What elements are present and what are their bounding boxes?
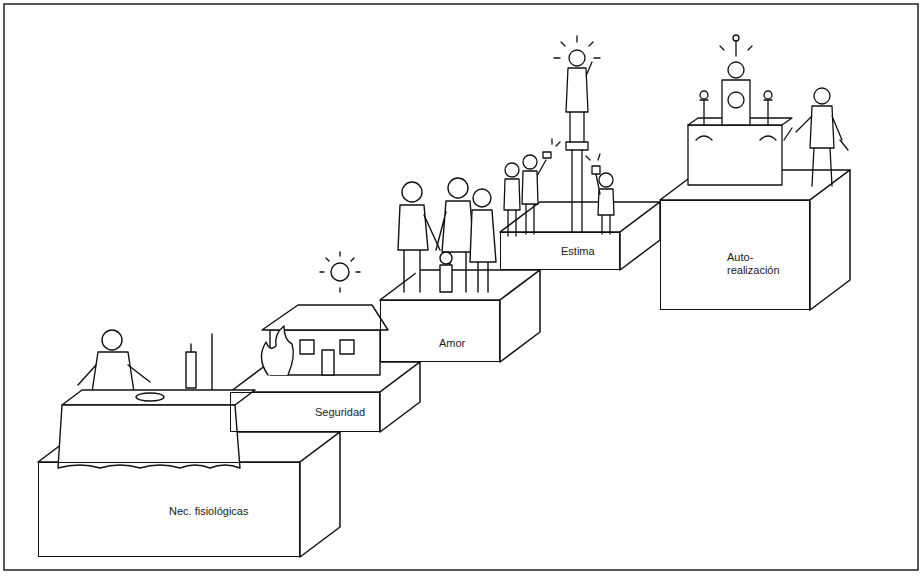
step-face: Amor [380, 300, 500, 362]
step-label: Estima [561, 245, 595, 258]
step-label: Auto- realización [727, 251, 805, 276]
steps [38, 170, 850, 557]
step-label: Seguridad [315, 406, 365, 419]
step-face: Nec. fisiológicas [38, 462, 300, 557]
step-face: Auto- realización [660, 200, 810, 310]
step-face: Estima [500, 232, 620, 270]
step-label: Nec. fisiológicas [169, 505, 248, 518]
admirers-figure [504, 36, 614, 236]
frame [4, 4, 918, 570]
dinner-figure [58, 330, 255, 468]
step-face: Seguridad [230, 392, 380, 432]
family-figure [398, 178, 496, 292]
monument-figure [688, 35, 848, 186]
house-figure [261, 252, 388, 375]
step-label: Amor [439, 337, 465, 350]
